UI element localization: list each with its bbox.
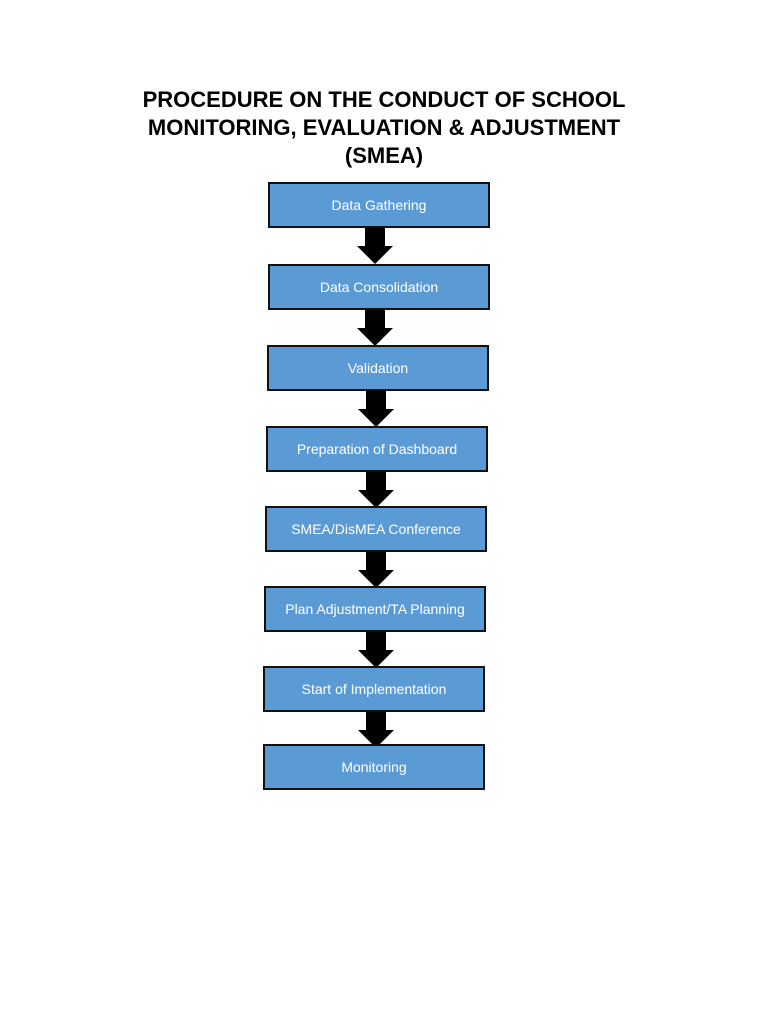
step-smea-dismea-conference: SMEA/DisMEA Conference	[265, 506, 487, 552]
step-start-of-implementation: Start of Implementation	[263, 666, 485, 712]
down-arrow-icon	[358, 472, 394, 508]
step-validation: Validation	[267, 345, 489, 391]
down-arrow-icon	[357, 228, 393, 264]
step-monitoring: Monitoring	[263, 744, 485, 790]
title-line-1: PROCEDURE ON THE CONDUCT OF SCHOOL	[142, 87, 626, 112]
step-label: Validation	[347, 360, 409, 376]
down-arrow-icon	[358, 552, 394, 588]
step-data-gathering: Data Gathering	[268, 182, 490, 228]
down-arrow-icon	[358, 391, 394, 427]
step-label: SMEA/DisMEA Conference	[291, 521, 461, 537]
step-preparation-of-dashboard: Preparation of Dashboard	[266, 426, 488, 472]
title-line-2: MONITORING, EVALUATION & ADJUSTMENT	[147, 115, 621, 140]
step-label: Preparation of Dashboard	[296, 441, 458, 457]
step-plan-adjustment-ta-planning: Plan Adjustment/TA Planning	[264, 586, 486, 632]
step-label: Start of Implementation	[301, 681, 447, 697]
step-data-consolidation: Data Consolidation	[268, 264, 490, 310]
down-arrow-icon	[358, 712, 394, 748]
title-line-3: (SMEA)	[344, 143, 424, 168]
step-label: Data Gathering	[331, 197, 427, 213]
step-label: Monitoring	[341, 759, 407, 775]
down-arrow-icon	[357, 310, 393, 346]
page-title: PROCEDURE ON THE CONDUCT OF SCHOOL MONIT…	[110, 86, 658, 170]
down-arrow-icon	[358, 632, 394, 668]
step-label: Plan Adjustment/TA Planning	[285, 601, 465, 617]
step-label: Data Consolidation	[319, 279, 439, 295]
